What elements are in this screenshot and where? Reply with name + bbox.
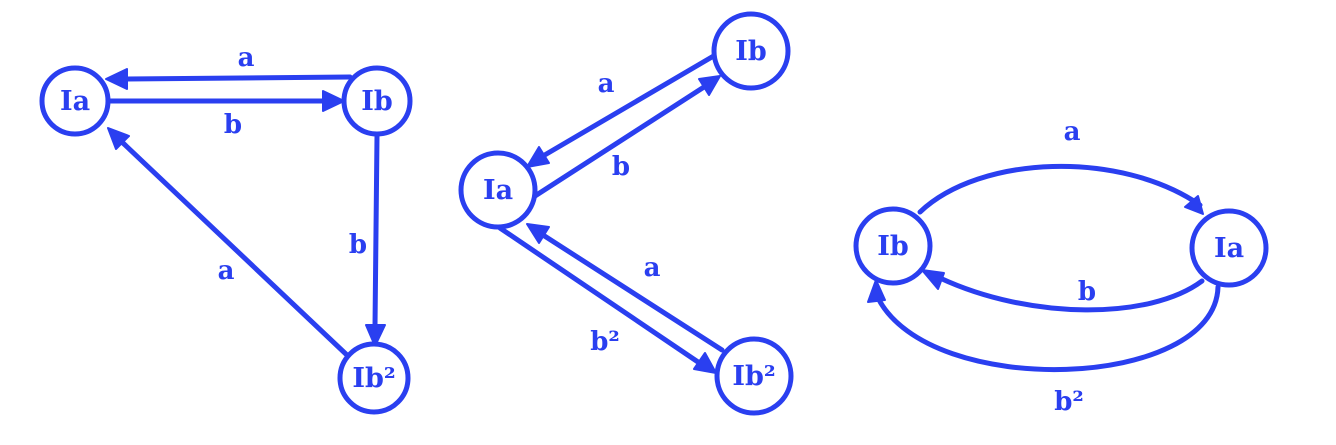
arrowhead <box>107 127 130 150</box>
arrowhead <box>693 352 717 374</box>
diagram-3-edge-label-inner-b: b <box>1078 277 1096 307</box>
node-label: Ia <box>60 86 90 117</box>
diagram-2-edge-label-upper-a: a <box>598 69 615 99</box>
node-label: Ib <box>735 36 767 67</box>
arrowhead <box>698 75 721 96</box>
node-label: Ib² <box>352 363 395 394</box>
diagram-1-edge-a-ib2-to-ia <box>107 127 351 359</box>
node-circle <box>458 150 538 230</box>
diagram-1-edge-label-diag-a: a <box>218 256 235 286</box>
node-label: Ib <box>877 231 909 262</box>
arrowhead <box>921 269 945 290</box>
diagram-2-edge-label-upper-b: b <box>612 152 630 182</box>
diagram-3-edge-a-ib-to-ia <box>917 164 1204 215</box>
node-circle <box>39 65 111 137</box>
edge-line <box>123 74 353 82</box>
diagram-3-edge-label-top-a: a <box>1064 117 1081 147</box>
diagram-1-edge-label-right-b: b <box>349 230 367 260</box>
diagram-2-edge-b-ia-to-ib <box>532 75 721 199</box>
node-label: Ia <box>1214 233 1244 264</box>
diagram-2-edge-a-ib-to-ia <box>526 51 720 168</box>
diagram-3: Ib Ia a b b² <box>853 117 1269 417</box>
diagram-2-edge-b2-ia-to-ib2 <box>497 225 717 374</box>
node-circle <box>337 341 411 415</box>
edge-line <box>532 84 707 199</box>
edge-line <box>917 164 1203 215</box>
diagram-1-edge-b-ib-to-ib2 <box>365 133 386 347</box>
node-label: Ib <box>361 86 393 117</box>
arrowhead <box>1184 195 1204 215</box>
diagram-1-node-ib: Ib <box>341 65 413 137</box>
diagram-1: Ia Ib Ib² a b b a <box>39 43 413 415</box>
diagram-2-node-ib: Ib <box>711 11 791 91</box>
node-circle <box>711 11 791 91</box>
edge-line <box>540 51 720 159</box>
diagram-1-edge-b-ia-to-ib <box>105 90 345 112</box>
diagram-3-node-ia: Ia <box>1189 208 1269 288</box>
arrowhead <box>526 223 550 244</box>
diagram-3-edge-b2-ia-to-ib <box>867 279 1221 373</box>
arrowhead <box>867 279 886 303</box>
diagram-3-node-ib: Ib <box>853 206 933 286</box>
diagram-1-edge-label-top-b: b <box>224 110 242 140</box>
diagram-1-edge-a-ib-to-ia <box>105 68 353 90</box>
node-label: Ia <box>483 175 513 206</box>
diagram-1-node-ia: Ia <box>39 65 111 137</box>
node-circle <box>1189 208 1269 288</box>
diagram-2-node-ib2: Ib² <box>714 336 794 416</box>
edge-line <box>937 275 1205 313</box>
diagram-1-edge-label-top-a: a <box>238 43 255 73</box>
edge-line <box>875 284 1221 373</box>
diagram-2-edge-label-lower-a: a <box>644 253 661 283</box>
node-circle <box>853 206 933 286</box>
diagram-2-edge-a-ib2-to-ia <box>526 223 725 353</box>
node-label: Ib² <box>732 361 775 392</box>
node-circle <box>714 336 794 416</box>
diagram-2-node-ia: Ia <box>458 150 538 230</box>
arrowhead <box>365 324 386 347</box>
diagram-2: Ia Ib Ib² a b a b² <box>458 11 794 416</box>
edge-line <box>372 133 380 329</box>
diagram-3-edge-label-outer-b2: b² <box>1054 387 1084 417</box>
diagram-1-node-ib2: Ib² <box>337 341 411 415</box>
arrowhead <box>322 90 345 112</box>
node-circle <box>341 65 413 137</box>
edge-line <box>540 232 725 353</box>
arrowhead <box>105 68 128 90</box>
diagram-3-edge-b-ia-to-ib <box>921 269 1205 313</box>
edge-line <box>497 225 701 365</box>
diagram-2-edge-label-lower-b2: b² <box>590 327 620 357</box>
edge-line <box>120 140 351 359</box>
arrowhead <box>526 146 550 168</box>
